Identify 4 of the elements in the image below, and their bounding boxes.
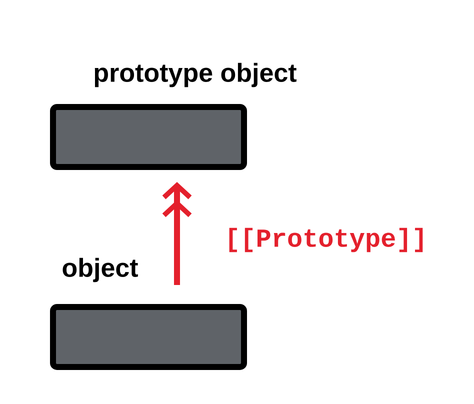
box-heading: prototype object xyxy=(94,62,296,88)
arrow xyxy=(162,182,192,285)
box-heading: object xyxy=(62,258,138,282)
edge-label: [[Prototype]] xyxy=(229,228,423,252)
